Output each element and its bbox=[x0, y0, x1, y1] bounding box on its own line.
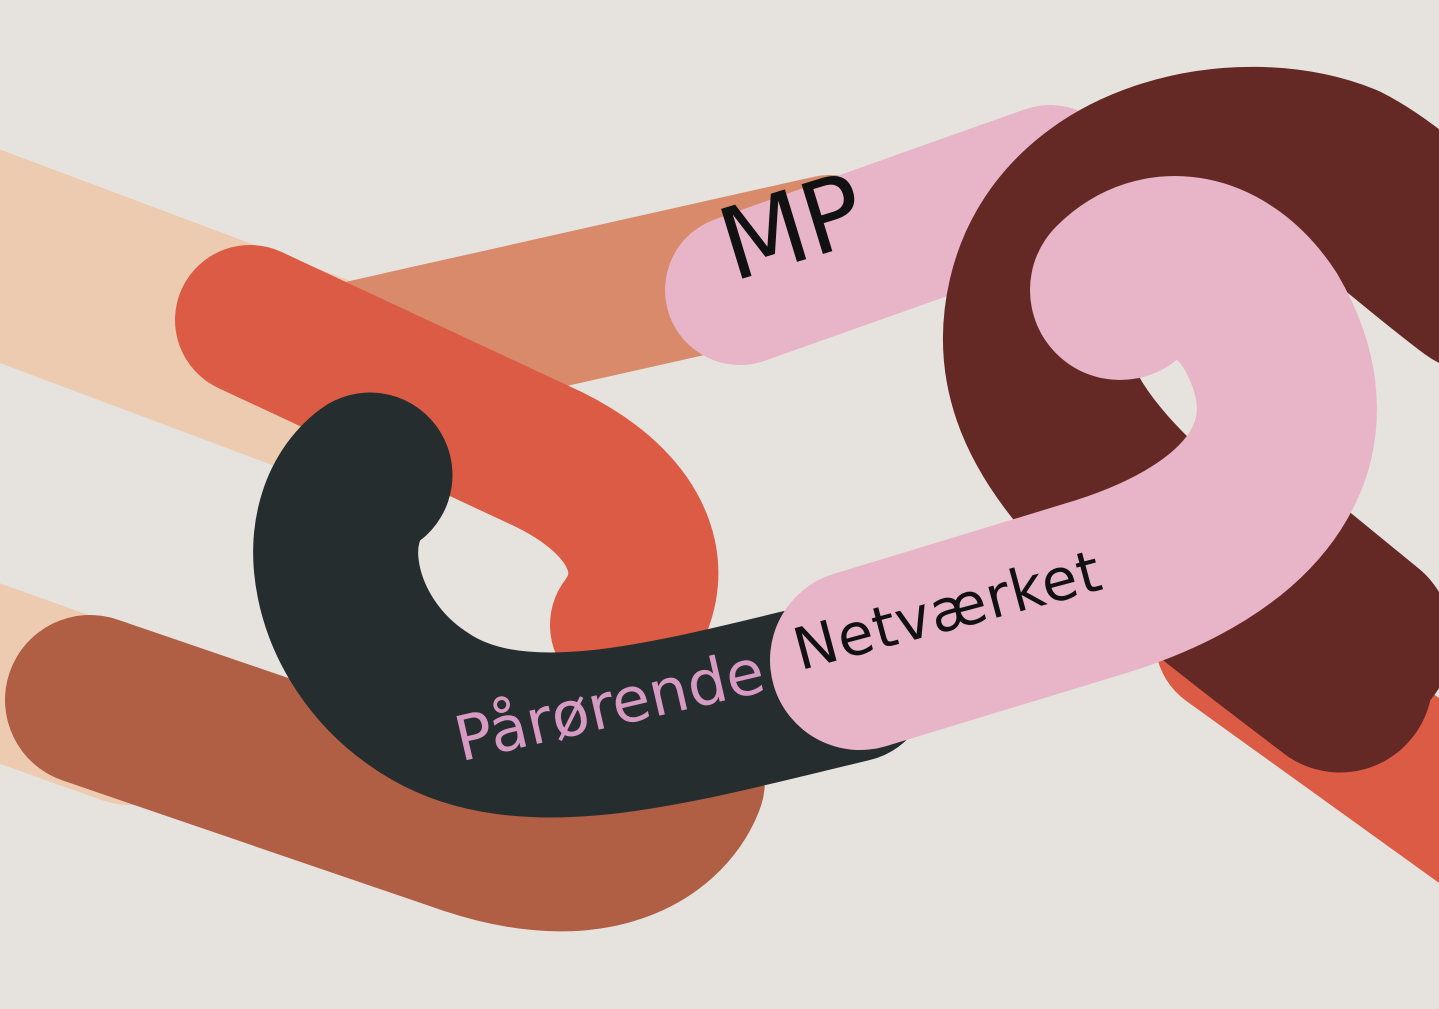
pink-link bbox=[770, 176, 1377, 750]
crimson-link bbox=[175, 245, 719, 700]
charcoal-link bbox=[253, 392, 933, 818]
